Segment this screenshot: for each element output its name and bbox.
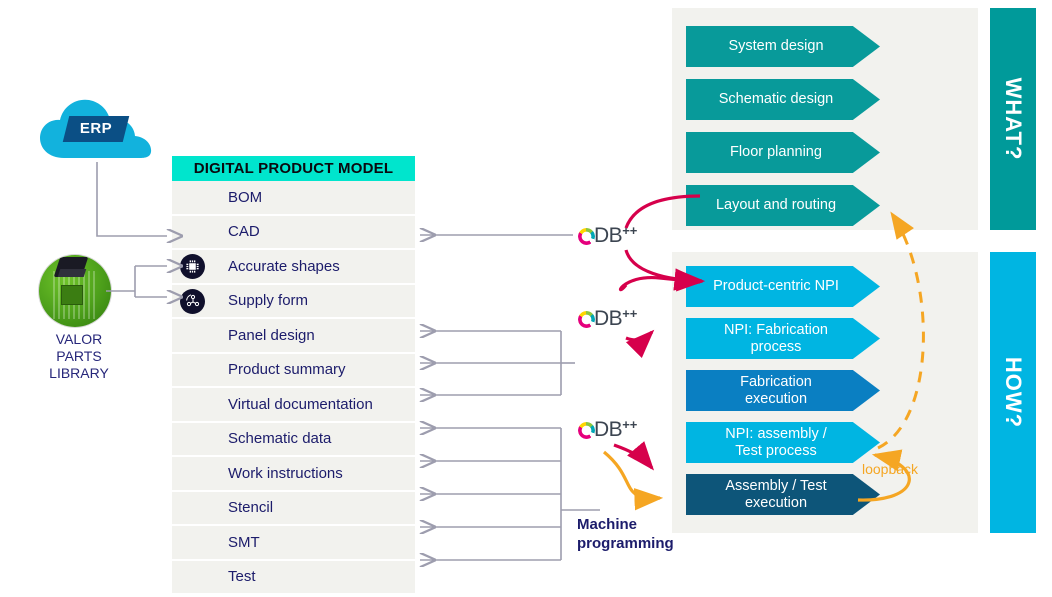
dpm-row-label: Work instructions	[228, 464, 343, 482]
stage-chevron[interactable]: System design	[686, 26, 880, 67]
connector-bracket-panel-group	[420, 331, 575, 395]
pcb-circle-icon	[39, 255, 111, 327]
dpm-row[interactable]: Test	[172, 560, 415, 595]
dpm-row-label: Test	[228, 568, 256, 586]
stage-label-line1: Fabrication	[740, 373, 812, 390]
stage-label-line2: process	[750, 338, 802, 355]
machine-programming-line2: programming	[577, 535, 674, 552]
stage-label: Product-centric NPI	[713, 278, 839, 294]
machine-programming-arrow	[602, 450, 664, 511]
stage-label: Layout and routing	[715, 197, 837, 213]
valor-label-line3: LIBRARY	[49, 365, 109, 381]
valor-label: VALOR PARTS LIBRARY	[33, 331, 125, 382]
stage-chevron[interactable]: Schematic design	[686, 79, 880, 120]
odbpp-logo-panel: DB ++	[578, 306, 638, 331]
stage-label-line1: NPI: Fabrication	[724, 321, 828, 338]
odbpp-sup: ++	[622, 223, 638, 238]
stage-label-line2: Test process	[735, 442, 817, 459]
stage-chevron[interactable]: NPI: assembly /Test process	[686, 422, 880, 463]
dpm-row[interactable]: Virtual documentation	[172, 388, 415, 423]
connector-bracket-machine-group	[420, 428, 600, 560]
page-title: DIGITAL PRODUCT MODEL	[172, 156, 415, 181]
supply-molecule-icon	[180, 288, 205, 314]
stage-label-line1: Assembly / Test	[725, 477, 827, 494]
valor-label-line2: PARTS	[56, 348, 102, 364]
stage-chevron[interactable]: Floor planning	[686, 132, 880, 173]
connector-erp-to-dpm	[96, 162, 167, 236]
dpm-row-label: Accurate shapes	[228, 257, 340, 275]
dpm-row[interactable]: Schematic data	[172, 422, 415, 457]
valor-label-line1: VALOR	[55, 331, 103, 347]
odbpp-sup: ++	[622, 417, 638, 432]
what-side-label: WHAT?	[1001, 77, 1026, 161]
digital-product-model-panel: DIGITAL PRODUCT MODEL BOM CAD Accurate sha…	[172, 156, 415, 595]
dpm-row[interactable]: Supply form	[172, 284, 415, 319]
odbpp-ring-icon	[578, 421, 595, 439]
dpm-row-label: CAD	[228, 223, 260, 241]
stage-label-line2: execution	[744, 390, 808, 407]
odbpp-text: DB	[594, 307, 623, 330]
dpm-row[interactable]: Stencil	[172, 491, 415, 526]
stage-label-line1: NPI: assembly /	[725, 425, 827, 442]
dpm-row-label: SMT	[228, 533, 260, 551]
dpm-row[interactable]: Work instructions	[172, 457, 415, 492]
how-side-label: HOW?	[1001, 356, 1026, 429]
odbpp-text: DB	[594, 418, 623, 441]
dpm-row[interactable]: CAD	[172, 215, 415, 250]
valor-parts-library: VALOR PARTS LIBRARY	[33, 255, 125, 382]
erp-cloud: ERP	[38, 96, 156, 162]
erp-label: ERP	[79, 120, 113, 137]
stage-chevron[interactable]: Layout and routing	[686, 185, 880, 226]
dpm-row[interactable]: BOM	[172, 181, 415, 216]
odbpp-logo-machine: DB ++	[578, 417, 638, 442]
dpm-row[interactable]: Product summary	[172, 353, 415, 388]
dpm-row-label: Panel design	[228, 326, 315, 344]
dpm-row-label: Schematic data	[228, 430, 332, 448]
dpm-row-label: Supply form	[228, 292, 309, 310]
chip-icon	[180, 254, 205, 279]
stage-chevron[interactable]: Product-centric NPI	[686, 266, 880, 307]
machine-programming-line1: Machine	[577, 516, 638, 533]
odbpp-ring-icon	[578, 310, 595, 328]
stage-label: Schematic design	[718, 91, 834, 107]
dpm-row[interactable]: Accurate shapes	[172, 250, 415, 285]
dpm-row[interactable]: Panel design	[172, 319, 415, 354]
dpm-row-label: BOM	[228, 188, 263, 206]
dpm-row-label: Virtual documentation	[228, 395, 373, 413]
dpm-row[interactable]: SMT	[172, 526, 415, 561]
odbpp-text: DB	[594, 224, 623, 247]
what-side-bar: WHAT?	[990, 8, 1036, 230]
how-side-bar: HOW?	[990, 252, 1036, 533]
stage-label: System design	[728, 38, 824, 54]
dpm-row-label: Stencil	[228, 499, 274, 517]
dpm-row-label: Product summary	[228, 361, 346, 379]
odbpp-ring-icon	[578, 227, 595, 245]
odbpp-sup: ++	[622, 306, 638, 321]
stage-label: Floor planning	[730, 144, 822, 160]
machine-programming-label: Machine programming	[577, 515, 697, 553]
odbpp-logo-cad: DB ++	[578, 223, 638, 248]
stage-label-line2: execution	[744, 494, 808, 511]
stage-label: NPI: assembly /Test process	[725, 426, 827, 460]
loopback-label: loopback	[862, 461, 919, 477]
